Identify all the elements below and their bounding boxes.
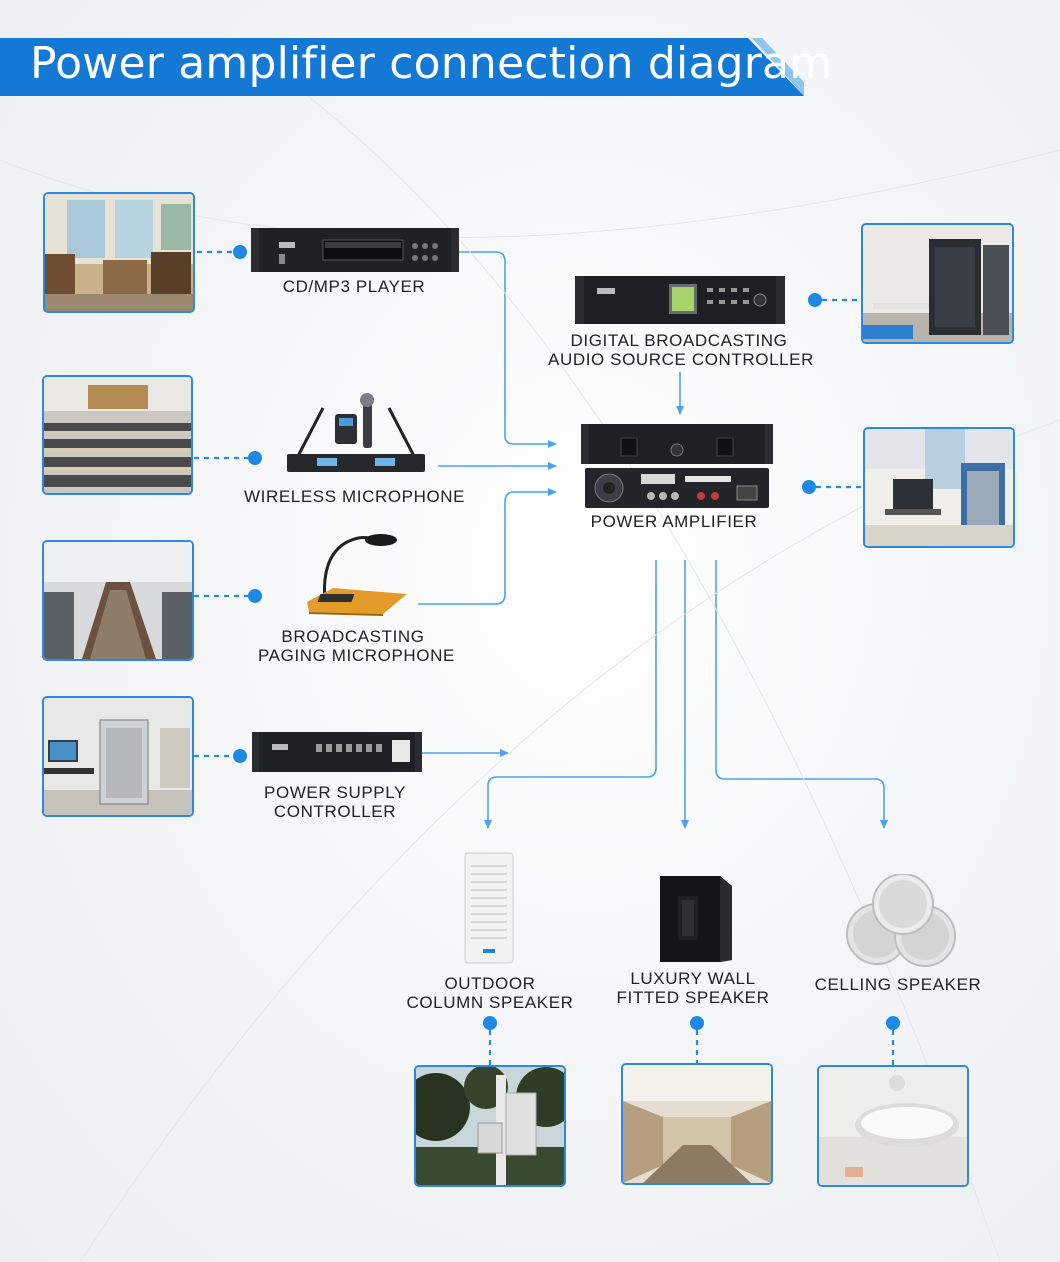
title-banner	[0, 38, 804, 96]
photo-equipment-room	[861, 223, 1014, 344]
photo-broadcast-desk	[863, 427, 1015, 548]
connector-dot	[233, 749, 247, 763]
audio-controller-label-line2: AUDIO SOURCE CONTROLLER	[548, 350, 815, 369]
connector-dot	[248, 589, 262, 603]
power-amp-label: POWER AMPLIFIER	[590, 512, 758, 531]
outdoor-column-speaker-image	[464, 852, 514, 964]
photo-meeting-room	[621, 1063, 773, 1185]
connector-dot	[233, 245, 247, 259]
power-amplifier-device	[581, 424, 773, 508]
photo-control-room	[42, 696, 194, 817]
connector-dot	[483, 1016, 497, 1030]
wall-speaker-image	[660, 876, 732, 962]
photo-classroom	[43, 192, 195, 313]
outdoor-speaker-label-line1: OUTDOOR	[444, 974, 536, 993]
cd-player-device	[251, 228, 459, 272]
audio-controller-label-line1: DIGITAL BROADCASTING	[570, 331, 788, 350]
power-supply-controller-device	[252, 732, 422, 772]
connector-dot	[808, 293, 822, 307]
outdoor-speaker-label-line2: COLUMN SPEAKER	[406, 993, 574, 1012]
wireless-microphone-device	[287, 393, 425, 472]
connector-dot	[802, 480, 816, 494]
ceiling-speaker-image	[846, 874, 956, 967]
paging-mic-label-line1: BROADCASTING	[281, 627, 425, 646]
page-title: Power amplifier connection diagram	[30, 38, 833, 89]
wall-speaker-label-line1: LUXURY WALL	[630, 969, 756, 988]
photo-outdoor-installation	[414, 1065, 566, 1187]
paging-mic-label-line2: PAGING MICROPHONE	[258, 646, 455, 665]
cd-player-label: CD/MP3 PLAYER	[282, 277, 426, 296]
paging-microphone-device	[307, 534, 407, 616]
connector-dot	[248, 451, 262, 465]
connector-dot	[690, 1016, 704, 1030]
power-supply-label-line1: POWER SUPPLY	[264, 783, 406, 802]
photo-conference	[42, 540, 194, 661]
power-supply-label-line2: CONTROLLER	[273, 802, 397, 821]
wireless-mic-label: WIRELESS MICROPHONE	[244, 487, 466, 506]
wall-speaker-label-line2: FITTED SPEAKER	[616, 988, 770, 1007]
audio-source-controller-device	[575, 276, 785, 324]
ceiling-speaker-label: CELLING SPEAKER	[814, 975, 982, 994]
photo-ceiling	[817, 1065, 969, 1187]
connector-dot	[886, 1016, 900, 1030]
photo-hall	[42, 375, 193, 495]
